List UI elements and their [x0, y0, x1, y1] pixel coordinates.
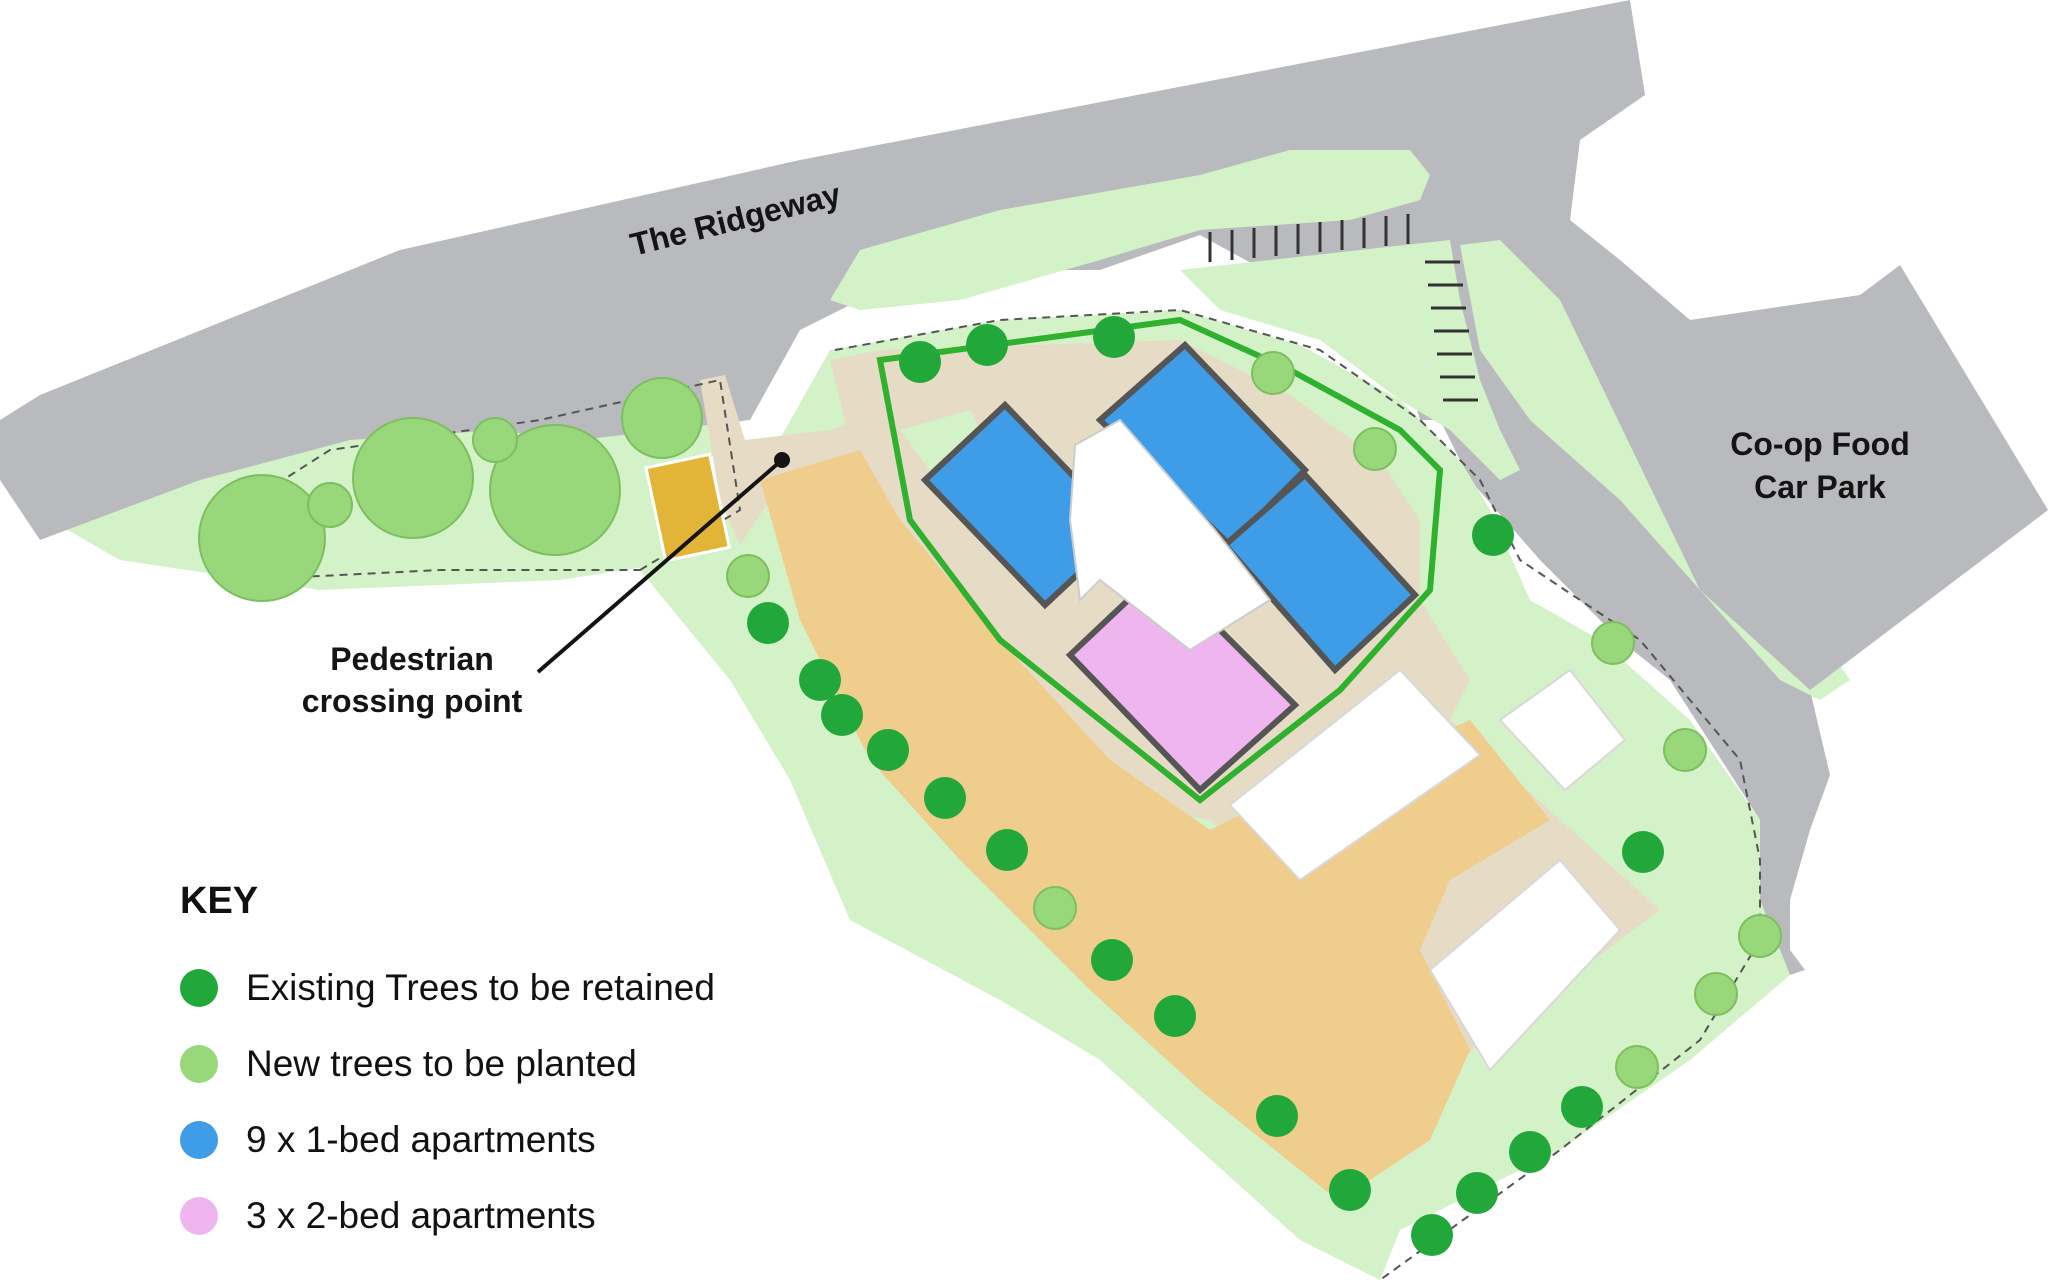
site-boundary-west	[218, 378, 742, 582]
parking-area	[760, 450, 1550, 1210]
parking-bays	[1208, 214, 1478, 402]
the-ridgeway-road	[0, 0, 2048, 975]
outbuildings	[1228, 668, 1627, 1072]
key-item-new-trees: New trees to be planted	[180, 1026, 715, 1102]
car-park-label-line2: Car Park	[1754, 469, 1886, 505]
key-label: Existing Trees to be retained	[246, 967, 715, 1008]
existing-trees	[747, 316, 1664, 1256]
key-label: 3 x 2-bed apartments	[246, 1195, 596, 1236]
co-op-car-park	[1560, 295, 2048, 690]
key-label: 9 x 1-bed apartments	[246, 1119, 596, 1160]
key-label: New trees to be planted	[246, 1043, 637, 1084]
existing-tree-icon	[180, 969, 218, 1007]
grass-wedge	[1180, 240, 1520, 480]
crossing-label-line1: Pedestrian	[330, 641, 494, 677]
key-item-two-bed: 3 x 2-bed apartments	[180, 1178, 715, 1254]
crossing-label-line2: crossing point	[302, 683, 523, 719]
key-list: Existing Trees to be retained New trees …	[180, 950, 715, 1254]
one-bed-block-c	[1220, 470, 1420, 675]
new-tree-icon	[180, 1045, 218, 1083]
crossing-leader-line	[536, 458, 784, 674]
two-bed-apartment-icon	[180, 1197, 218, 1235]
key-item-one-bed: 9 x 1-bed apartments	[180, 1102, 715, 1178]
new-trees-west	[198, 377, 703, 602]
hedge-outline	[876, 316, 1444, 804]
new-trees	[726, 351, 1782, 1089]
one-bed-apartment-icon	[180, 1121, 218, 1159]
car-park-label-line1: Co-op Food	[1730, 426, 1909, 462]
crossing-box	[644, 452, 732, 563]
core-circulation	[1068, 418, 1272, 652]
apartment-blocks	[920, 340, 1420, 795]
grass-island	[830, 150, 1430, 310]
key-item-existing-trees: Existing Trees to be retained	[180, 950, 715, 1026]
key-title: KEY	[180, 880, 259, 922]
